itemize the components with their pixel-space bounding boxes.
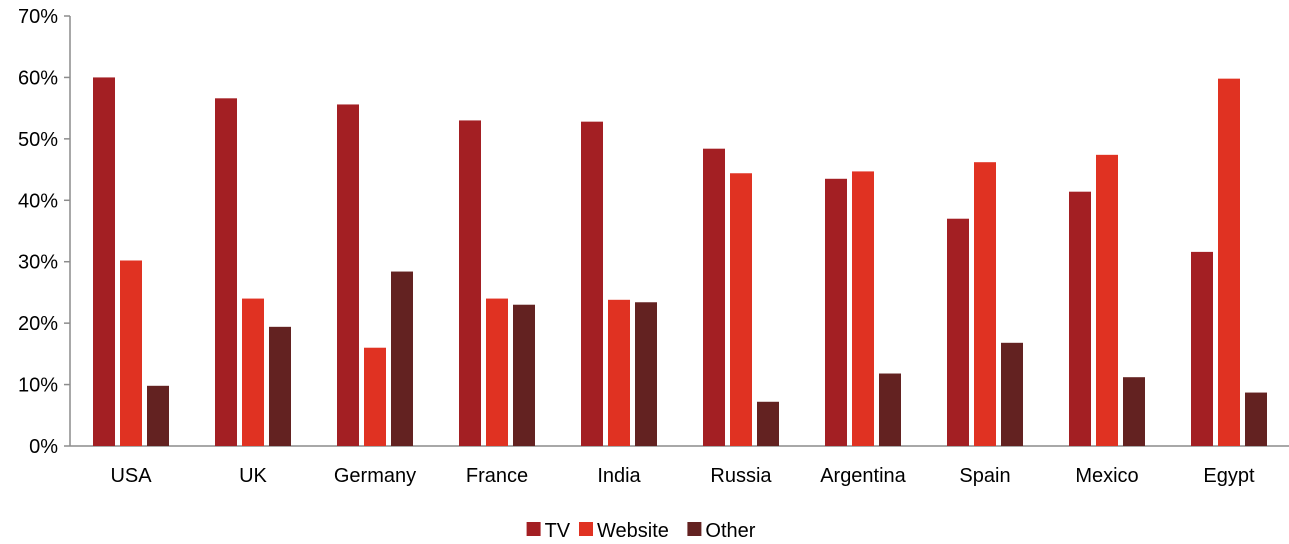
bar-other-india	[635, 302, 657, 446]
x-tick-label: Germany	[334, 465, 416, 487]
y-tick-label: 50%	[18, 129, 58, 151]
x-tick-label: Spain	[959, 465, 1010, 487]
bar-other-argentina	[879, 373, 901, 446]
legend: TV Website Other	[526, 520, 756, 542]
bar-other-france	[513, 304, 535, 446]
x-tick-label: France	[466, 465, 528, 487]
legend-swatch-other	[687, 522, 702, 536]
bar-tv-egypt	[1191, 251, 1213, 446]
x-tick-label: Egypt	[1203, 465, 1255, 487]
bar-website-france	[486, 298, 508, 446]
legend-swatch-website	[579, 522, 593, 536]
bar-tv-mexico	[1069, 191, 1091, 446]
x-tick-label: Russia	[710, 465, 772, 487]
legend-swatch-tv	[526, 522, 541, 536]
bar-tv-france	[459, 120, 481, 446]
legend-label-website: Website	[597, 520, 669, 542]
bar-tv-india	[581, 121, 603, 447]
bar-other-mexico	[1123, 377, 1145, 446]
x-tick-label: India	[597, 465, 641, 487]
bars	[93, 77, 1267, 447]
legend-label-other: Other	[705, 520, 755, 542]
bar-website-argentina	[852, 171, 874, 446]
bar-tv-usa	[93, 77, 115, 446]
bar-website-germany	[364, 347, 386, 446]
bar-tv-spain	[947, 218, 969, 446]
y-tick-label: 30%	[18, 252, 58, 274]
y-tick-label: 10%	[18, 375, 58, 397]
bar-website-russia	[730, 173, 752, 446]
bar-website-mexico	[1096, 154, 1118, 447]
bar-other-germany	[391, 271, 413, 446]
y-tick-label: 40%	[18, 190, 58, 212]
x-axis: USA UK Germany France India Russia Argentina Sp…	[70, 445, 1289, 487]
bar-tv-germany	[337, 104, 359, 446]
x-tick-label: USA	[110, 465, 152, 487]
bar-website-egypt	[1218, 78, 1240, 447]
bar-website-india	[608, 299, 630, 446]
y-axis: 0% 10% 20% 30% 40% 50% 60% 70%	[18, 6, 71, 458]
x-tick-label: Argentina	[820, 465, 906, 487]
bar-website-spain	[974, 162, 996, 446]
y-tick-label: 60%	[18, 67, 58, 89]
y-tick-label: 0%	[29, 436, 58, 458]
bar-website-uk	[242, 298, 264, 446]
bar-tv-russia	[703, 148, 725, 446]
bar-tv-argentina	[825, 178, 847, 447]
y-tick-label: 20%	[18, 313, 58, 335]
bar-other-uk	[269, 326, 291, 446]
bar-tv-uk	[215, 98, 237, 447]
bar-other-spain	[1001, 342, 1023, 446]
bar-other-egypt	[1245, 392, 1267, 446]
x-tick-label: UK	[239, 465, 267, 487]
bar-other-russia	[757, 401, 779, 446]
bar-other-usa	[147, 385, 169, 446]
y-tick-label: 70%	[18, 6, 58, 28]
x-tick-label: Mexico	[1075, 465, 1138, 487]
legend-label-tv: TV	[545, 520, 571, 542]
bar-website-usa	[120, 260, 142, 446]
